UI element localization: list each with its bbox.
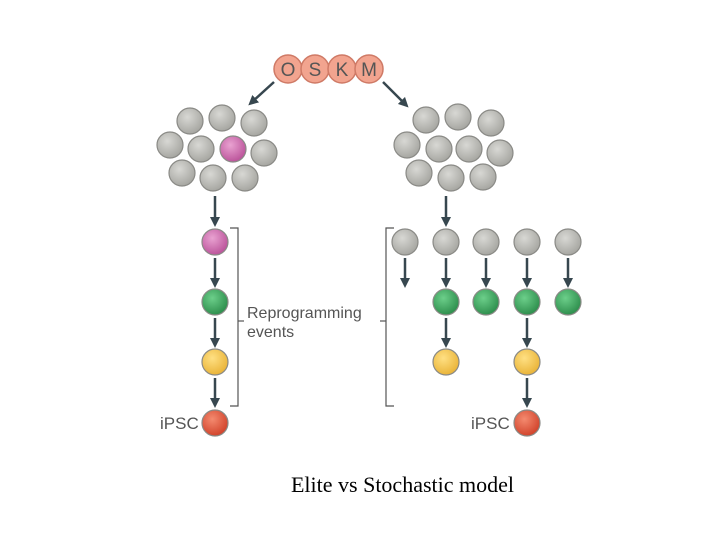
yellow-cell — [432, 348, 460, 376]
cluster-cell — [393, 131, 421, 159]
cluster-cell — [156, 131, 184, 159]
factor-k-label: K — [336, 60, 349, 81]
grey-cell — [472, 228, 500, 256]
grey-cell — [513, 228, 541, 256]
right-bracket — [385, 227, 394, 407]
cluster-cell — [486, 139, 514, 167]
ipsc-label-right: iPSC — [471, 414, 510, 433]
reprogramming-label-line1: Reprogramming — [247, 305, 362, 322]
right-pathway-arrows — [400, 196, 573, 408]
factor-s-label: S — [309, 60, 322, 81]
cluster-cell — [208, 104, 236, 132]
green-cell — [472, 288, 500, 316]
left-cell-cluster — [156, 104, 278, 192]
ipsc-cell — [513, 409, 541, 437]
grey-cell — [554, 228, 582, 256]
factor-m: M — [354, 54, 384, 84]
cluster-cell — [477, 109, 505, 137]
right-pathway-cells — [391, 228, 582, 437]
arrow-oskm-left — [248, 81, 275, 106]
elite-cell — [201, 228, 229, 256]
factor-o-label: O — [281, 60, 296, 81]
grey-cell — [391, 228, 419, 256]
cluster-cell — [240, 109, 268, 137]
cluster-cell — [176, 107, 204, 135]
caption: Elite vs Stochastic model — [290, 472, 515, 497]
cluster-cell — [168, 159, 196, 187]
yellow-cell — [513, 348, 541, 376]
yellow-cell — [201, 348, 229, 376]
cluster-cell — [405, 159, 433, 187]
factor-m-label: M — [361, 60, 377, 81]
green-cell — [513, 288, 541, 316]
cluster-cell — [444, 103, 472, 131]
cluster-cell — [437, 164, 465, 192]
factor-o: O — [273, 54, 303, 84]
reprogramming-label-line2: events — [247, 324, 294, 341]
left-pathway-cells — [201, 228, 229, 437]
factor-s: S — [300, 54, 330, 84]
ipsc-cell — [201, 409, 229, 437]
green-cell — [554, 288, 582, 316]
cluster-cell — [187, 135, 215, 163]
cluster-cell — [199, 164, 227, 192]
cluster-cell — [231, 164, 259, 192]
cluster-cell — [250, 139, 278, 167]
cluster-cell — [412, 106, 440, 134]
grey-cell — [432, 228, 460, 256]
cluster-cell — [425, 135, 453, 163]
cluster-cell — [469, 163, 497, 191]
cluster-cell-elite — [219, 135, 247, 163]
green-cell — [432, 288, 460, 316]
green-cell — [201, 288, 229, 316]
left-bracket — [230, 227, 239, 407]
right-cell-cluster — [393, 103, 514, 192]
ipsc-label-left: iPSC — [160, 414, 199, 433]
oskm-factors: O S K M — [273, 54, 384, 84]
arrow-oskm-right — [382, 81, 409, 108]
cluster-cell — [455, 135, 483, 163]
factor-k: K — [327, 54, 357, 84]
